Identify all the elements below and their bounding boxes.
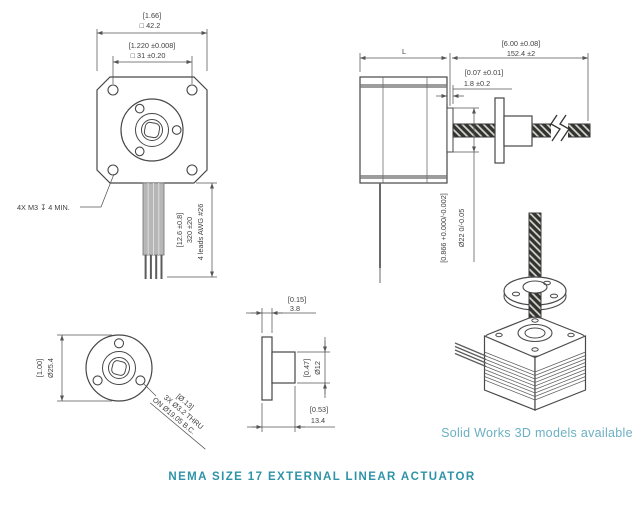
nut-screw-section	[111, 360, 127, 376]
body-length-label: L	[402, 47, 406, 56]
iso-flange-hole-left	[511, 291, 521, 297]
iso-laminations	[484, 351, 586, 401]
flange-thickness-inch: [0.15]	[288, 295, 306, 304]
solidworks-caption: Solid Works 3D models available	[441, 426, 633, 440]
iso-bearing-boss	[517, 323, 553, 343]
screw-cross-section	[143, 121, 161, 139]
boss-protrusion-dimension: [0.07 ±0.01] 1.8 ±0.2	[436, 68, 512, 104]
bolt-spacing-mm: □ 31 ±0.20	[131, 51, 166, 60]
lead-length-mm: 320 ±20	[185, 217, 194, 243]
outer-width-mm: □ 42.2	[140, 21, 161, 30]
pilot-diameter-mm: Ø22 0/-0.05	[457, 209, 466, 248]
screw-length-dimension: [6.00 ±0.08] 152.4 ±2	[452, 39, 589, 121]
nut-body	[503, 115, 533, 147]
pilot-diameter-dimension: [0.866 +0.000/-0.002] Ø22 0/-0.05	[439, 107, 479, 263]
nut-diameter-dimension: [1.00] Ø25.4	[35, 334, 112, 402]
nut-side-view: [0.15] 3.8 [0.47] Ø12 [0.53] 13.4	[246, 295, 335, 432]
tap-note: 4X M3 ↧ 4 MIN.	[17, 173, 115, 212]
iso-wires	[454, 342, 487, 368]
motor-body	[359, 76, 448, 184]
pilot-boss	[446, 107, 454, 153]
nut-boss-profile	[271, 351, 296, 384]
isometric-3d-view	[454, 212, 587, 411]
iso-bearing-bore	[524, 327, 546, 339]
nut-flange	[494, 97, 505, 164]
boss-diameter-dimension: [0.47] Ø12	[297, 337, 330, 398]
boss-diameter-inch: [0.47]	[302, 359, 311, 377]
screw-length-inch: [6.00 ±0.08]	[502, 39, 541, 48]
iso-lead-screw	[528, 212, 542, 282]
lead-length-dimension: [12.6 ±0.8] 320 ±20 4 leads AWG #26	[167, 182, 217, 278]
body-length-dimension: L	[359, 47, 451, 106]
boss-diameter-mm: Ø12	[313, 361, 322, 375]
iso-flange-hole-right	[549, 293, 559, 299]
nut-bolt-holes	[92, 338, 146, 386]
lead-note-text: 4 leads AWG #26	[196, 204, 205, 261]
bolt-spacing-inch: [1.220 ±0.008]	[129, 41, 176, 50]
front-view: [1.66] □ 42.2 [1.220 ±0.008] □ 31 ±0.20 …	[17, 11, 217, 279]
nut-diameter-mm: Ø25.4	[46, 358, 55, 378]
flange-thickness-dimension: [0.15] 3.8	[246, 295, 316, 333]
nut-flange-profile	[261, 336, 273, 401]
side-view: L [6.00 ±0.08] 152.4 ±2 [0.07 ±0.01] 1.8…	[359, 39, 591, 283]
iso-flange-hole-back	[543, 280, 551, 286]
boss-protrusion-inch: [0.07 ±0.01]	[465, 68, 504, 77]
pilot-diameter-inch: [0.866 +0.000/-0.002]	[439, 193, 448, 263]
bolt-spacing-dimension: [1.220 ±0.008] □ 31 ±0.20	[112, 41, 193, 84]
screw-length-mm: 152.4 ±2	[507, 49, 535, 58]
overall-length-dimension: [0.53] 13.4	[247, 386, 335, 432]
flange-thickness-mm: 3.8	[290, 304, 300, 313]
wire-bundle	[142, 182, 165, 279]
flange-screw-holes	[134, 103, 182, 157]
end-cap-band-top	[360, 84, 447, 88]
overall-length-mm: 13.4	[311, 416, 325, 425]
outer-width-dimension: [1.66] □ 42.2	[96, 11, 208, 71]
nut-diameter-inch: [1.00]	[35, 359, 44, 377]
tap-note-text: 4X M3 ↧ 4 MIN.	[17, 203, 70, 212]
mounting-holes	[107, 84, 198, 176]
end-cap-band-bottom	[360, 175, 447, 179]
break-symbol	[550, 114, 570, 142]
outer-width-inch: [1.66]	[143, 11, 161, 20]
boss-protrusion-mm: 1.8 ±0.2	[464, 79, 490, 88]
nut-face-view: [1.00] Ø25.4 [Ø.13] 3X Ø3.2 THRU ON Ø19.…	[35, 334, 206, 450]
overall-length-inch: [0.53]	[310, 405, 328, 414]
nut-holes-note: [Ø.13] 3X Ø3.2 THRU ON Ø19.05 B.C.	[142, 382, 206, 450]
drawing-title: NEMA SIZE 17 EXTERNAL LINEAR ACTUATOR	[168, 471, 475, 483]
lead-length-inch: [12.6 ±0.8]	[175, 213, 184, 247]
